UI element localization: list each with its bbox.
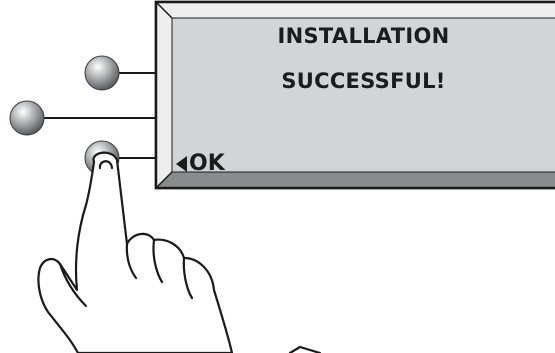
middle-round-button[interactable] bbox=[10, 101, 44, 135]
ok-softkey-label: OK bbox=[189, 151, 225, 176]
top-round-button[interactable] bbox=[85, 56, 119, 90]
status-title-line-1: INSTALLATION bbox=[172, 24, 555, 48]
status-title-line-2: SUCCESSFUL! bbox=[172, 69, 555, 93]
left-triangle-icon bbox=[176, 156, 187, 172]
ok-softkey[interactable]: OK bbox=[176, 151, 225, 176]
